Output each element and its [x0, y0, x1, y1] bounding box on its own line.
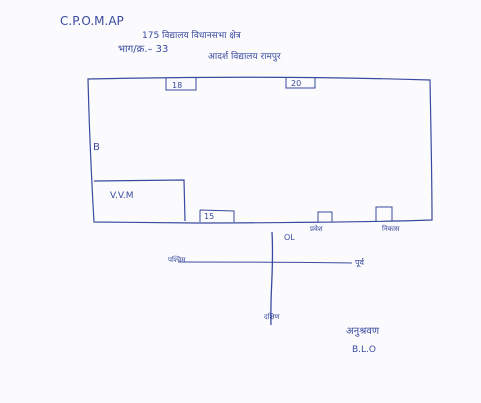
road-left-label: पश्चिम	[168, 255, 186, 264]
tag-bottom-right-label: निकास	[382, 224, 400, 233]
road-bottom-label: दक्षिण	[264, 312, 281, 321]
inner-room	[93, 179, 186, 222]
door-top-left	[165, 78, 197, 91]
header-line1: 175 विद्यालय विधानसभा क्षेत्र	[142, 29, 242, 41]
road-top-label: OL	[284, 233, 295, 242]
road-horizontal	[177, 261, 353, 264]
door-top-right-label: 20	[291, 79, 301, 88]
tag-bottom-mid-label: प्रवेश	[310, 224, 323, 233]
header-block: C.P.O.M.AP 175 विद्यालय विधानसभा क्षेत्र…	[60, 14, 281, 62]
header-code: C.P.O.M.AP	[60, 14, 124, 28]
door-top-right	[285, 78, 316, 89]
building-outline	[87, 76, 433, 224]
road-vertical	[270, 231, 274, 326]
side-mark: B	[93, 142, 100, 153]
door-bottom-label: 15	[204, 212, 214, 221]
inner-room-label: V.V.M	[110, 191, 133, 201]
signature-block: अनुश्रवण B.L.O	[346, 326, 380, 355]
door-bottom	[199, 209, 235, 222]
header-line3: आदर्श विद्यालय रामपुर	[208, 50, 281, 62]
header-line2: भाग/क्र.– 33	[118, 44, 168, 55]
road-right-label: पूर्व	[355, 257, 365, 268]
tag-bottom-mid	[317, 211, 333, 222]
tag-bottom-right	[375, 206, 393, 221]
signature-title: B.L.O	[352, 345, 376, 355]
signature-name: अनुश्रवण	[346, 326, 380, 337]
door-top-left-label: 18	[172, 81, 182, 90]
